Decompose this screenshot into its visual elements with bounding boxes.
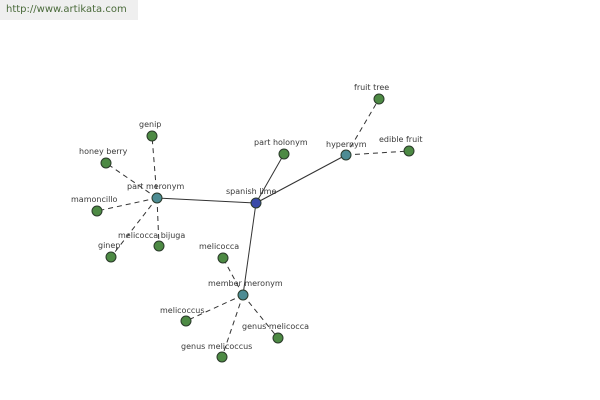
edge-part-meronym-to-honey-berry (105, 162, 158, 199)
node-spanish-lime[interactable]: spanish lime (226, 187, 276, 209)
edge-part-meronym-to-ginep (110, 197, 158, 258)
node-label-mamoncillo: mamoncillo (71, 195, 118, 204)
edge-member-meronym-to-melicocca (222, 257, 244, 296)
node-marker-melicocca-bijuga[interactable] (153, 240, 165, 252)
nodes-layer: spanish lime part holonym hypernym fruit tr… (71, 83, 423, 363)
edges-layer (96, 98, 410, 358)
node-label-part-meronym: part meronym (127, 182, 184, 191)
node-marker-mamoncillo[interactable] (91, 205, 103, 217)
node-label-honey-berry: honey berry (79, 147, 128, 156)
node-genip[interactable]: genip (139, 120, 161, 142)
node-fruit-tree[interactable]: fruit tree (354, 83, 389, 105)
node-marker-melicocca[interactable] (217, 252, 229, 264)
node-label-genus-melicoccus: genus melicoccus (181, 342, 252, 351)
edge-member-meronym-to-genus-melicoccus (221, 294, 244, 358)
node-marker-honey-berry[interactable] (100, 157, 112, 169)
node-label-genip: genip (139, 120, 161, 129)
node-marker-part-holonym[interactable] (278, 148, 290, 160)
node-marker-melicoccus[interactable] (180, 315, 192, 327)
node-member-meronym[interactable]: member meronym (208, 279, 283, 301)
node-marker-genus-melicocca[interactable] (272, 332, 284, 344)
node-label-genus-melicocca: genus melicocca (242, 322, 309, 331)
node-label-ginep: ginep (98, 241, 120, 250)
node-part-meronym[interactable]: part meronym (127, 182, 184, 204)
node-marker-edible-fruit[interactable] (403, 145, 415, 157)
edge-hypernym-to-edible-fruit (345, 150, 410, 156)
node-edible-fruit[interactable]: edible fruit (379, 135, 423, 157)
node-label-spanish-lime: spanish lime (226, 187, 276, 196)
node-label-member-meronym: member meronym (208, 279, 283, 288)
node-melicoccus[interactable]: melicoccus (160, 306, 205, 327)
node-label-melicocca: melicocca (199, 242, 239, 251)
node-hypernym[interactable]: hypernym (326, 140, 367, 161)
node-marker-hypernym[interactable] (340, 149, 352, 161)
node-label-part-holonym: part holonym (254, 138, 308, 147)
edge-hypernym-to-fruit-tree (345, 98, 380, 156)
node-marker-spanish-lime[interactable] (250, 197, 262, 209)
edge-part-meronym-to-melicocca-bijuga (156, 197, 160, 247)
node-marker-fruit-tree[interactable] (373, 93, 385, 105)
node-marker-genus-melicoccus[interactable] (216, 351, 228, 363)
node-melicocca-bijuga[interactable]: melicocca bijuga (118, 231, 185, 252)
node-label-edible-fruit: edible fruit (379, 135, 423, 144)
node-part-holonym[interactable]: part holonym (254, 138, 308, 160)
node-genus-melicocca[interactable]: genus melicocca (242, 322, 309, 344)
node-label-hypernym: hypernym (326, 140, 367, 149)
node-label-fruit-tree: fruit tree (354, 83, 389, 92)
url-banner: http://www.artikata.com (0, 0, 138, 20)
edge-spanish-lime-to-member-meronym (242, 202, 257, 296)
edge-spanish-lime-to-hypernym (255, 154, 347, 204)
node-genus-melicoccus[interactable]: genus melicoccus (181, 342, 252, 363)
node-marker-ginep[interactable] (105, 251, 117, 263)
edge-spanish-lime-to-part-holonym (255, 153, 285, 204)
node-marker-genip[interactable] (146, 130, 158, 142)
node-mamoncillo[interactable]: mamoncillo (71, 195, 118, 217)
node-label-melicocca-bijuga: melicocca bijuga (118, 231, 185, 240)
node-label-melicoccus: melicoccus (160, 306, 205, 315)
node-melicocca[interactable]: melicocca (199, 242, 239, 264)
node-marker-part-meronym[interactable] (151, 192, 163, 204)
edge-member-meronym-to-genus-melicocca (242, 294, 279, 339)
edge-spanish-lime-to-part-meronym (156, 197, 257, 204)
node-marker-member-meronym[interactable] (237, 289, 249, 301)
edge-part-meronym-to-genip (151, 135, 158, 199)
edge-member-meronym-to-melicoccus (185, 294, 244, 322)
node-honey-berry[interactable]: honey berry (79, 147, 128, 169)
node-ginep[interactable]: ginep (98, 241, 120, 263)
url-link[interactable]: http://www.artikata.com (6, 4, 127, 15)
edge-part-meronym-to-mamoncillo (96, 197, 158, 212)
